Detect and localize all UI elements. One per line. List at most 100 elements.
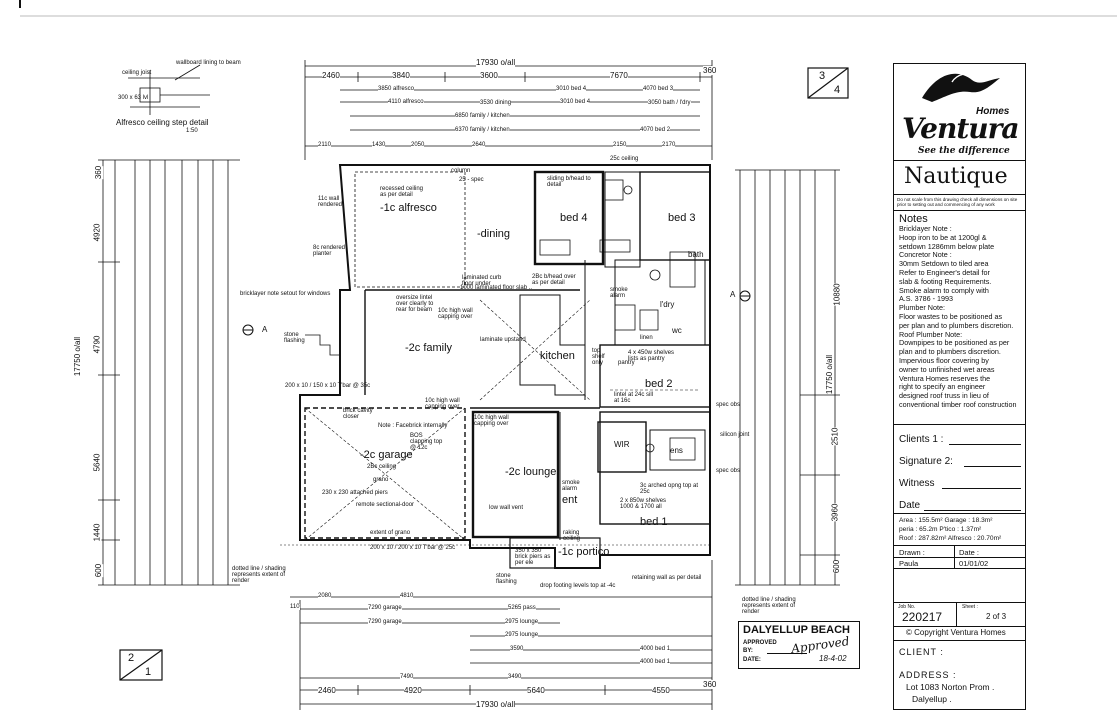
estate-signature: Approved <box>790 633 851 657</box>
date-line[interactable] <box>924 510 1021 511</box>
note-spec-obs-2: spec obs <box>716 468 741 474</box>
brand-name: Ventura <box>902 112 1020 145</box>
dim-1430: 1430 <box>372 142 386 148</box>
note-line: plan and to plumbers discretion. <box>899 347 1001 357</box>
top-dimension-lines <box>304 60 713 160</box>
sheet-marker-bottom-b: 1 <box>145 666 152 678</box>
room-wir: WIR <box>614 440 630 449</box>
note-stone-flashing-bottom: stone flashing <box>496 573 517 585</box>
room-ldry: l'dry <box>660 300 675 309</box>
date2-label: Date : <box>959 548 980 557</box>
scale-note: Do not scale from this drawing check all… <box>897 197 1018 208</box>
dim-2150: 2150 <box>613 142 627 148</box>
brand-script: Homes <box>976 106 1010 117</box>
note-pantry-shelves: 4 x 450w shelves lists as pantry <box>628 350 675 362</box>
note-line: setdown 1286mm below plate <box>899 241 995 251</box>
room-wc: wc <box>672 326 682 335</box>
dim-bottom-5640: 5640 <box>527 686 545 695</box>
estate-approval-box: DALYELLUP BEACH APPROVED BY: DATE: Appro… <box>738 621 860 669</box>
dim-2050: 2050 <box>411 142 425 148</box>
sheet-marker-top-a: 3 <box>819 70 826 82</box>
note-column: column <box>451 168 471 174</box>
room-kitchen: kitchen <box>540 350 575 362</box>
note-silicon-joint: silicon joint <box>720 432 750 438</box>
area-line: Roof : 287.82m² Alfresco : 20.70m² <box>899 535 1002 542</box>
note-line: Refer to Engineer's detail for <box>899 267 990 277</box>
clients-line[interactable] <box>949 444 1021 445</box>
note-line: designed roof truss in lieu of <box>899 391 989 401</box>
note-10c-wall: 10c high wall capping over <box>474 415 509 427</box>
address-line-2: Dalyellup . <box>912 694 952 704</box>
note-shroud: 2Bc b/head over as per detail <box>532 274 576 286</box>
sheet-label: Sheet : <box>962 604 978 610</box>
dim-right-3960: 3960 <box>830 503 840 522</box>
note-line: Concretor Note : <box>899 250 952 260</box>
room-bed1: bed 1 <box>640 516 668 528</box>
note-line: Bricklayer Note : <box>899 224 952 233</box>
building-walls <box>280 164 711 569</box>
note-spec-25: 25 - spec <box>459 177 484 183</box>
note-raking-ceiling: raking ceiling <box>563 530 581 542</box>
note-laminate-upstand: laminate upstand <box>480 337 526 343</box>
note-line: right to specify an engineer <box>899 382 986 392</box>
room-bed2: bed 2 <box>645 378 673 390</box>
dim-2640: 2640 <box>472 142 486 148</box>
note-bricklayer-raise: bricklayer note setout for windows <box>240 291 331 297</box>
estate-date-label: DATE: <box>743 657 761 663</box>
dim-top-3840: 3840 <box>392 71 410 80</box>
dim-right-600: 600 <box>832 559 842 574</box>
note-ceiling-25: 25c ceiling <box>610 156 639 162</box>
dim-2975a: 2975 lounge <box>505 619 539 625</box>
note-high-wall: 10c high wall capping over <box>438 308 473 320</box>
dim-bottom-4920: 4920 <box>404 686 422 695</box>
note-line: 30mm Setdown to tiled area <box>899 259 989 269</box>
note-laminated-floor: laminated curb floor under <box>462 275 502 287</box>
dim-bottom-4550: 4550 <box>652 686 670 695</box>
sheet-marker-top <box>807 67 849 99</box>
dim-top-360: 360 <box>703 66 717 75</box>
witness-label: Witness <box>899 478 935 489</box>
section-markers <box>242 290 751 336</box>
title-block: Homes Ventura See the difference Nautiqu… <box>893 63 1026 710</box>
sheet-value: 2 of 3 <box>986 612 1007 621</box>
dim-2975b: 2975 lounge <box>505 632 539 638</box>
dim-bottom-2460: 2460 <box>318 686 336 695</box>
dim-6370: 6370 family / kitchen <box>455 127 510 133</box>
dim-3850: 3850 alfresco <box>378 86 415 92</box>
dim-overall-right: 17750 o/all <box>825 354 835 395</box>
note-line: A.S. 3786 - 1993 <box>899 294 953 304</box>
note-line: Ventura Homes reserves the <box>899 373 991 383</box>
note-sliding-door: sliding b/head to detail <box>547 176 591 188</box>
dim-overall-bottom: 17930 o/all <box>476 700 516 709</box>
witness-line[interactable] <box>942 488 1021 489</box>
note-remote-door: remote sectional-door <box>356 502 415 508</box>
note-attached-piers: 230 x 230 attached piers <box>322 490 388 496</box>
note-garage-ceiling: 2Bc ceiling <box>367 464 397 470</box>
signature-line[interactable] <box>964 466 1021 467</box>
note-brick-piers: 200 x 10 / 150 x 10 T'bar @ 35c <box>285 383 371 389</box>
note-line: Plumber Note: <box>899 303 945 313</box>
dim-4810: 4810 <box>400 593 414 599</box>
estate-date-value: 18-4-02 <box>819 654 847 663</box>
section-a-right: A <box>730 290 736 299</box>
copyright: © Copyright Ventura Homes <box>906 628 1006 637</box>
notes-title: Notes <box>899 213 928 225</box>
job-no-label: Job No. <box>898 604 916 610</box>
alfresco-detail-scale: 1:50 <box>186 128 198 134</box>
brand-tagline: See the difference <box>918 146 1010 156</box>
note-render-left: dotted line / shading represents extent … <box>232 566 286 584</box>
dim-5265: 5265 pass <box>508 605 536 611</box>
dim-top-7670: 7670 <box>610 71 628 80</box>
dim-2080: 2080 <box>318 593 332 599</box>
wallboard-note: wallboard lining to beam <box>176 60 241 66</box>
dim-top-2460: 2460 <box>322 71 340 80</box>
dim-4110: 4110 alfresco <box>388 99 424 105</box>
note-line: owner to unfinished wet areas <box>899 364 995 374</box>
dim-left-600: 600 <box>94 563 104 578</box>
dim-right-2510: 2510 <box>830 427 840 446</box>
sheet-marker-bottom-a: 2 <box>128 652 135 664</box>
dim-left-4920: 4920 <box>92 223 102 242</box>
note-high-wall-2: 10c high wall capping over <box>425 398 460 410</box>
sheet-marker-top-b: 4 <box>834 84 841 96</box>
dim-right-10880: 10880 <box>832 283 842 306</box>
